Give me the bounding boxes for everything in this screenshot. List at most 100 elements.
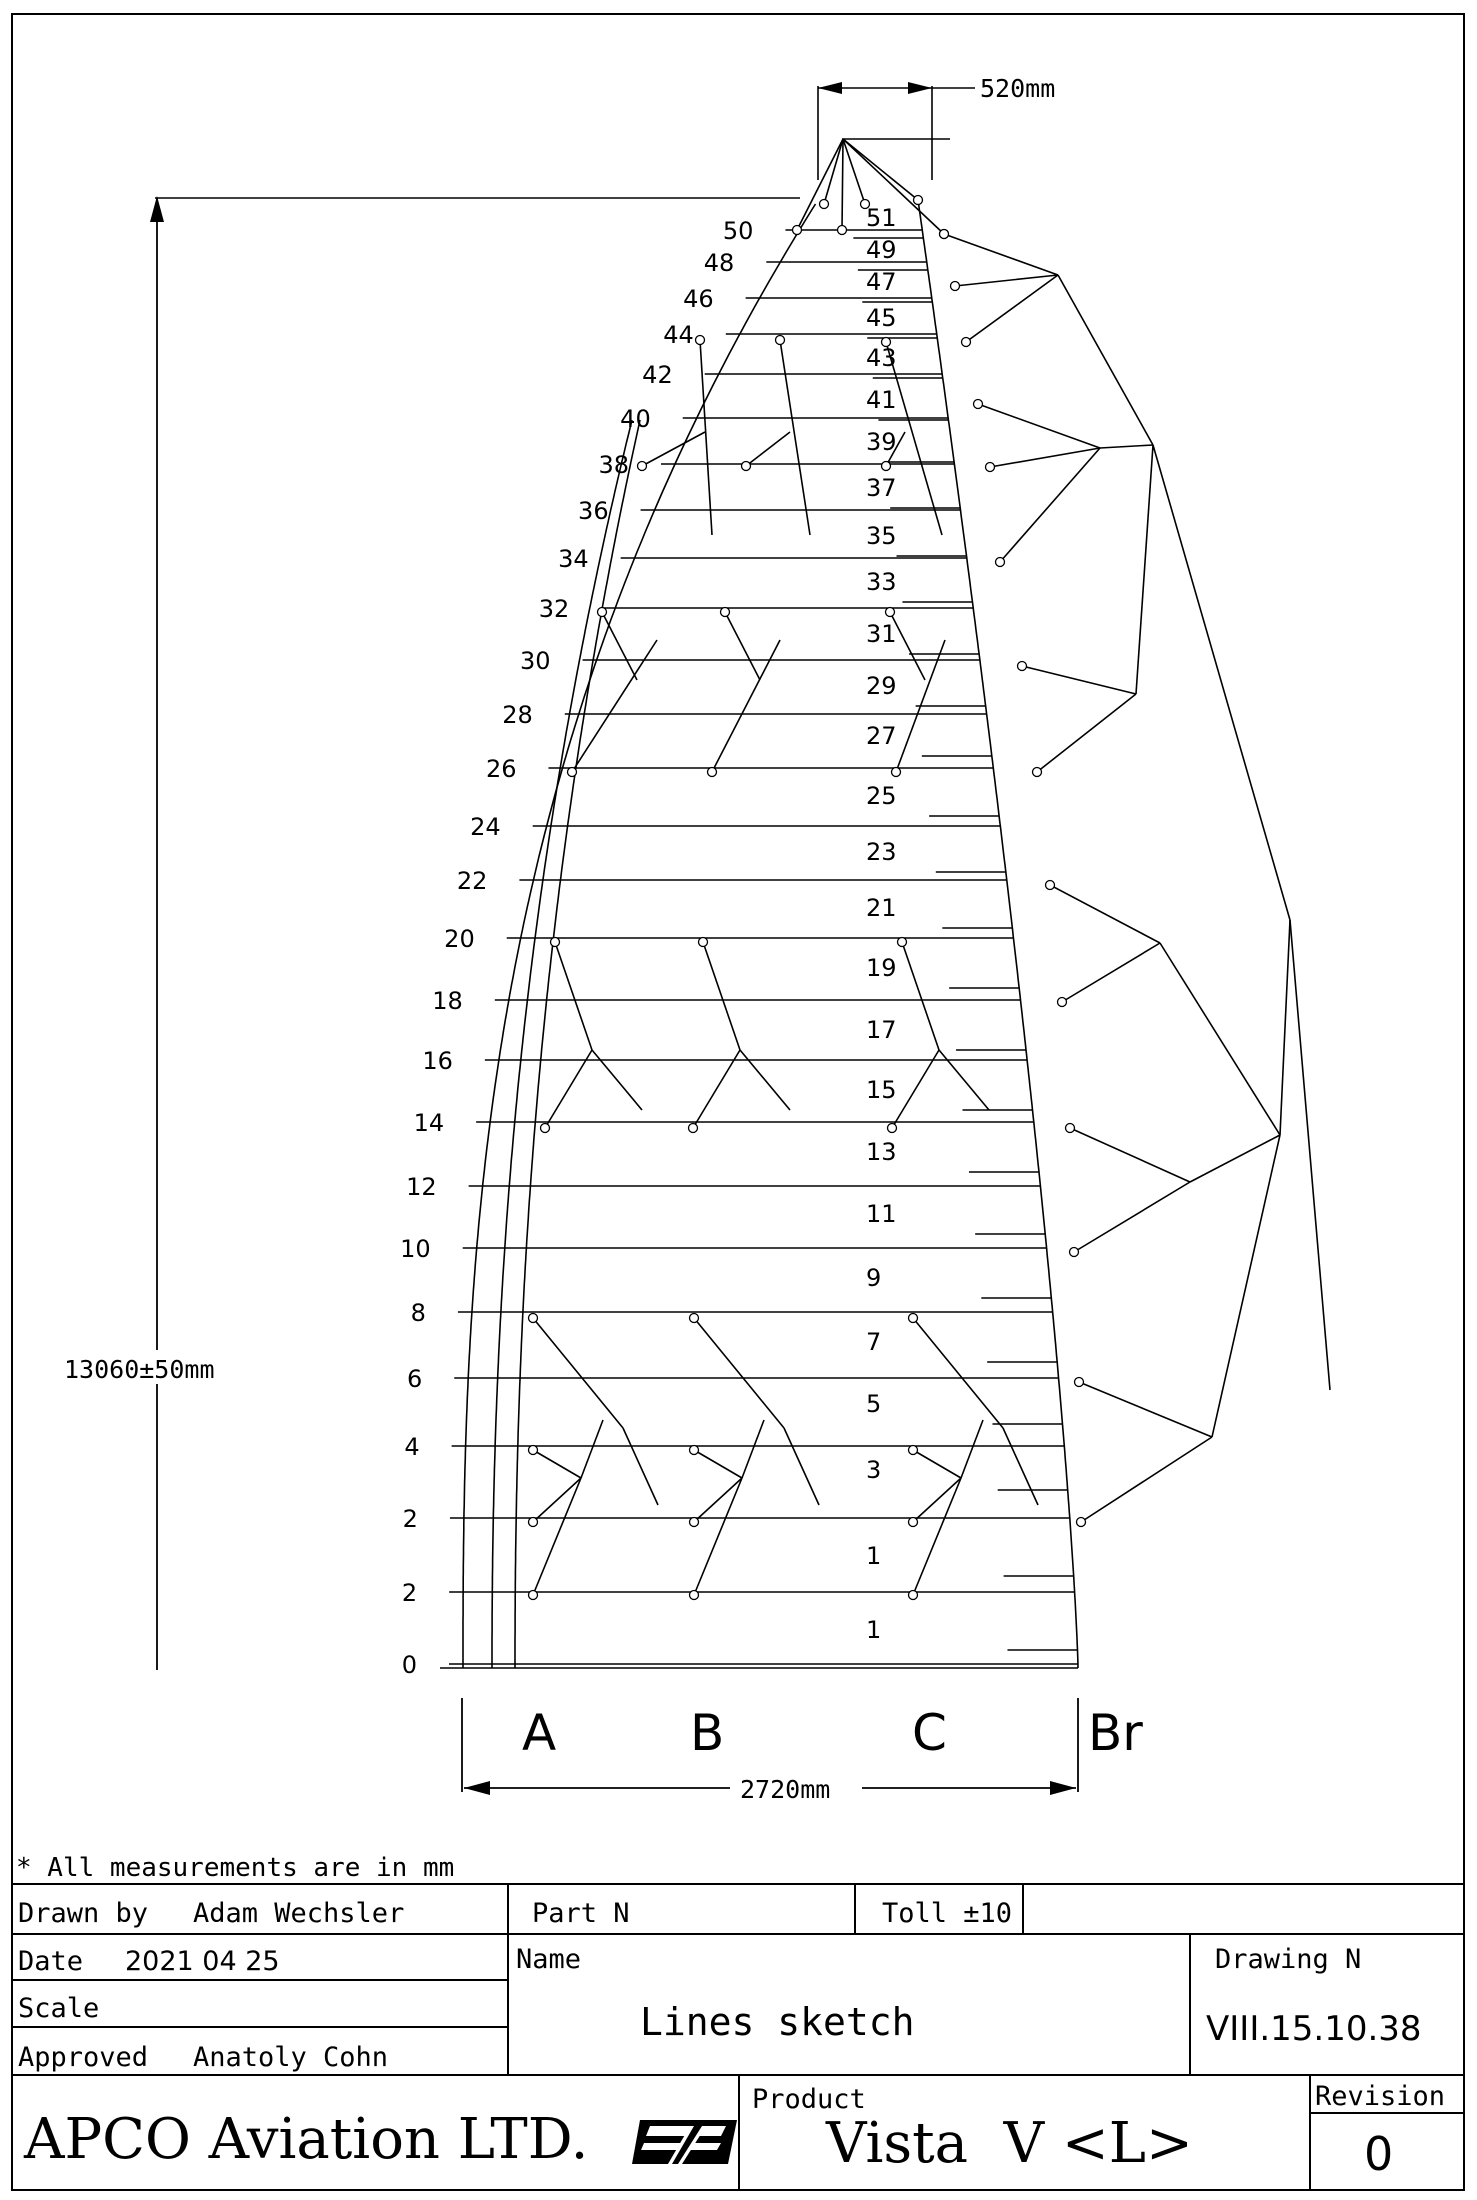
line-branch	[901, 941, 940, 1051]
attachment-node	[1073, 1376, 1085, 1388]
rib-number-left: 8	[411, 1299, 426, 1327]
brake-line	[1135, 444, 1154, 695]
rib-number-left: 0	[402, 1651, 417, 1679]
attachment-node	[527, 1589, 539, 1601]
attachment-node	[688, 1589, 700, 1601]
rib-number-left: 38	[598, 451, 629, 479]
attachment-node	[527, 1312, 539, 1324]
line-main	[699, 339, 713, 536]
trailing-edge-outline	[917, 203, 1079, 1669]
attachment-node	[949, 280, 961, 292]
attachment-node	[566, 766, 578, 778]
brake-line	[999, 447, 1101, 563]
scale-label: Scale	[18, 1993, 99, 2024]
drawn-by-label: Drawn by	[18, 1898, 148, 1929]
line-main	[1002, 1427, 1039, 1506]
attachment-node	[880, 460, 892, 472]
rib-number-left: 2	[403, 1505, 418, 1533]
brake-line	[1057, 274, 1154, 446]
rib-number-center: 25	[866, 782, 897, 810]
rib-number-center: 35	[866, 522, 897, 550]
attachment-node	[791, 224, 803, 236]
line-plan	[440, 138, 1331, 1669]
brake-line	[989, 447, 1101, 468]
attachment-node	[1075, 1516, 1087, 1528]
tip-fan-line	[796, 138, 844, 231]
attachment-node	[859, 198, 871, 210]
rib-number-center: 5	[866, 1390, 881, 1418]
line-branch	[711, 639, 781, 773]
attachment-node	[1044, 879, 1056, 891]
title-block	[12, 1883, 1464, 2190]
rib-number-center: 19	[866, 954, 897, 982]
rib-number-labels: 5048464442403836343230282624222018161412…	[400, 204, 896, 1679]
rib-number-left: 22	[457, 867, 488, 895]
attachment-node	[836, 224, 848, 236]
attachment-node	[880, 336, 892, 348]
rib-number-left: 26	[486, 755, 517, 783]
line-branch	[885, 431, 906, 467]
attachment-node	[938, 228, 950, 240]
attachment-node	[688, 1312, 700, 1324]
attachment-node	[697, 936, 709, 948]
rib-number-center: 23	[866, 838, 897, 866]
line-branch	[693, 1477, 743, 1523]
brake-line	[1152, 444, 1291, 921]
line-branch	[571, 639, 658, 773]
brake-line	[1036, 693, 1137, 773]
attachment-node	[1016, 660, 1028, 672]
drawn-by-value: Adam Wechsler	[193, 1898, 404, 1929]
tip-dimension	[817, 82, 975, 180]
line-branch	[532, 1477, 582, 1596]
rib-number-left: 36	[578, 497, 609, 525]
attachment-node	[719, 606, 731, 618]
attachment-node	[884, 606, 896, 618]
attachment-node	[706, 766, 718, 778]
row-label-c: C	[912, 1704, 947, 1762]
rib-number-left: 40	[620, 405, 651, 433]
rib-number-center: 37	[866, 474, 897, 502]
brake-line	[943, 233, 1059, 276]
span-dimension	[461, 1698, 1079, 1795]
rib-number-center: 17	[866, 1016, 897, 1044]
apco-logo	[632, 2120, 737, 2164]
attachment-node	[886, 1122, 898, 1134]
line-main	[580, 1419, 604, 1479]
line-main	[960, 1419, 984, 1479]
attachment-points	[527, 194, 1087, 1601]
rib-number-center: 7	[866, 1328, 881, 1356]
brake-line	[1069, 1127, 1191, 1183]
line-branch	[912, 1449, 962, 1479]
part-label: Part N	[532, 1898, 630, 1929]
attachment-node	[1064, 1122, 1076, 1134]
attachment-node	[539, 1122, 551, 1134]
rib-number-center: 45	[866, 304, 897, 332]
brake-line	[1279, 919, 1291, 1136]
attachment-node	[596, 606, 608, 618]
rib-number-center: 21	[866, 894, 897, 922]
rib-number-center: 39	[866, 428, 897, 456]
attachment-node	[1068, 1246, 1080, 1258]
revision-label: Revision	[1315, 2081, 1445, 2112]
attachment-node	[907, 1589, 919, 1601]
product-label: Product	[752, 2084, 866, 2115]
rib-number-center: 1	[866, 1542, 881, 1570]
rib-number-left: 34	[558, 545, 589, 573]
brake-line	[1289, 919, 1331, 1391]
approved-value: Anatoly Cohn	[193, 2042, 388, 2073]
line-main	[885, 341, 943, 536]
attachment-node	[687, 1122, 699, 1134]
attachment-node	[636, 460, 648, 472]
rib-number-left: 20	[444, 925, 475, 953]
leading-edge-outline	[462, 203, 817, 1668]
line-branch	[891, 1049, 940, 1129]
brake-line	[965, 274, 1059, 343]
rib-number-left: 44	[663, 321, 694, 349]
attachment-node	[896, 936, 908, 948]
name-label: Name	[516, 1944, 581, 1975]
height-dimension: 13060±50mm	[60, 196, 800, 1670]
attachment-node	[907, 1516, 919, 1528]
line-branch	[895, 639, 946, 773]
tip-fan-line	[823, 138, 844, 205]
